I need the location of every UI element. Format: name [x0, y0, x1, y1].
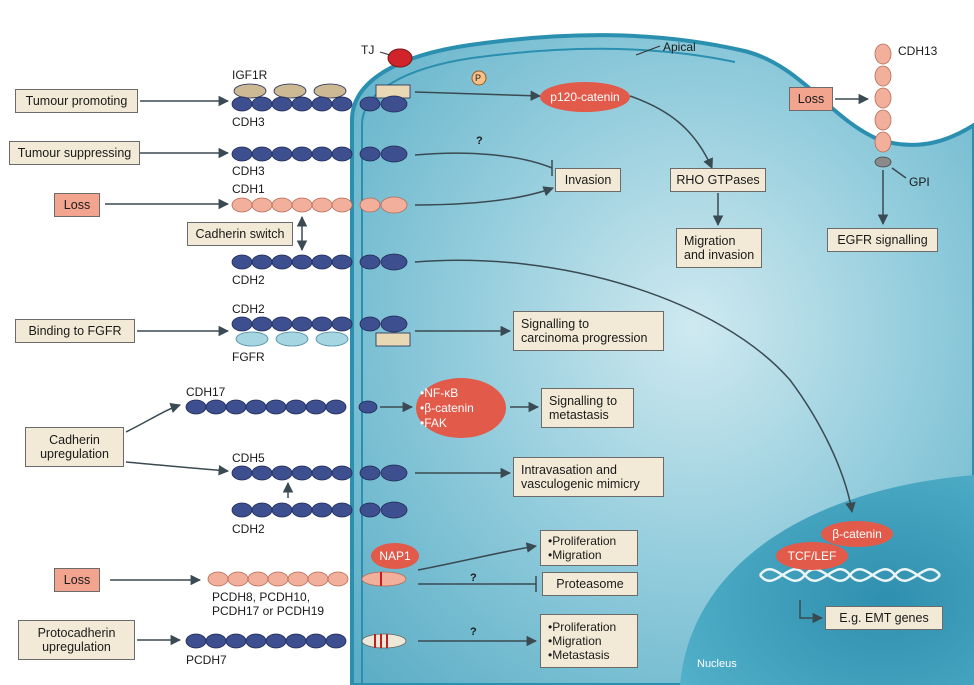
- p120-oval: [540, 82, 630, 112]
- nap1-oval: [371, 543, 419, 569]
- loss-box-cdh1: Loss: [54, 193, 100, 217]
- nap1-label: NAP1: [379, 549, 411, 563]
- phospho-label: P: [475, 73, 482, 83]
- list-item: Metastasis: [548, 648, 616, 662]
- cdh3-label-a: CDH3: [232, 115, 265, 129]
- apical-label: Apical: [663, 40, 696, 54]
- cdh2-label-b: CDH2: [232, 302, 265, 316]
- beta-catenin-label: β-catenin: [832, 527, 882, 541]
- dna-helix: [759, 568, 941, 582]
- invasion-box: Invasion: [555, 168, 621, 192]
- pcdh-list-label: PCDH8, PCDH10, PCDH17 or PCDH19: [212, 590, 325, 618]
- list-item: FAK: [420, 416, 474, 431]
- cdh17-label: CDH17: [186, 385, 226, 399]
- cdh1-label: CDH1: [232, 182, 265, 196]
- list-item: β-catenin: [420, 401, 474, 416]
- intracellular-arrows: [380, 90, 907, 647]
- fgfr-label: FGFR: [232, 350, 265, 364]
- question-mark-invasion: ?: [476, 135, 483, 147]
- nucleus-label: Nucleus: [697, 658, 737, 670]
- list-item: NF-κB: [420, 386, 474, 401]
- proteasome-box: Proteasome: [542, 572, 638, 596]
- proliferation-metastasis-list: Proliferation Migration Metastasis: [548, 620, 616, 662]
- left-arrows: [105, 95, 230, 646]
- rho-gtpases-box: RHO GTPases: [670, 168, 766, 192]
- egfr-signalling-box: EGFR signalling: [827, 228, 938, 252]
- cadherin-upregulation-box: Cadherin upregulation: [25, 427, 124, 467]
- proliferation-metastasis-box: Proliferation Migration Metastasis: [540, 614, 638, 668]
- list-item: Proliferation: [548, 534, 616, 548]
- cdh2-label-c: CDH2: [232, 522, 265, 536]
- signalling-carcinoma-box: Signalling to carcinoma progression: [513, 311, 664, 351]
- binding-fgfr-box: Binding to FGFR: [15, 319, 135, 343]
- pcdh7-label: PCDH7: [186, 653, 227, 667]
- list-item: Proliferation: [548, 620, 616, 634]
- tumour-promoting-box: Tumour promoting: [15, 89, 138, 113]
- tight-junction: [387, 48, 413, 68]
- cdh13-label: CDH13: [898, 44, 938, 58]
- tcf-lef-oval: [776, 542, 848, 570]
- nfkb-group-list: NF-κB β-catenin FAK: [420, 386, 474, 431]
- cdh3-label-b: CDH3: [232, 164, 265, 178]
- question-mark-proteasome: ?: [470, 572, 477, 584]
- igf1r-label: IGF1R: [232, 68, 268, 82]
- migration-invasion-box: Migration and invasion: [676, 228, 762, 268]
- beta-catenin-oval: [821, 521, 893, 547]
- phospho-marker: [471, 70, 487, 86]
- gpi-label: GPI: [909, 175, 930, 189]
- tcf-lef-label: TCF/LEF: [787, 549, 837, 563]
- loss-box-cdh13: Loss: [789, 87, 833, 111]
- tj-label: TJ: [361, 43, 375, 57]
- protocadherin-upregulation-box: Protocadherin upregulation: [18, 620, 135, 660]
- nfkb-group-label: NF-κB β-catenin FAK: [420, 384, 500, 432]
- question-mark-pcdh7: ?: [470, 626, 477, 638]
- cadherin-switch-box: Cadherin switch: [187, 222, 293, 246]
- cdh2-label-a: CDH2: [232, 273, 265, 287]
- nucleus: [680, 475, 974, 685]
- p120-catenin-label: p120-catenin: [550, 90, 620, 104]
- proliferation-migration-box: Proliferation Migration: [540, 530, 638, 566]
- proliferation-migration-list: Proliferation Migration: [548, 534, 616, 562]
- emt-genes-box: E.g. EMT genes: [825, 606, 943, 630]
- loss-box-pcdh: Loss: [54, 568, 100, 592]
- list-item: Migration: [548, 634, 616, 648]
- intravasation-box: Intravasation and vasculogenic mimicry: [513, 457, 664, 497]
- list-item: Migration: [548, 548, 616, 562]
- signalling-metastasis-box: Signalling to metastasis: [541, 388, 634, 428]
- bead-rows: [185, 43, 892, 649]
- tumour-suppressing-box: Tumour suppressing: [9, 141, 140, 165]
- cdh5-label: CDH5: [232, 451, 265, 465]
